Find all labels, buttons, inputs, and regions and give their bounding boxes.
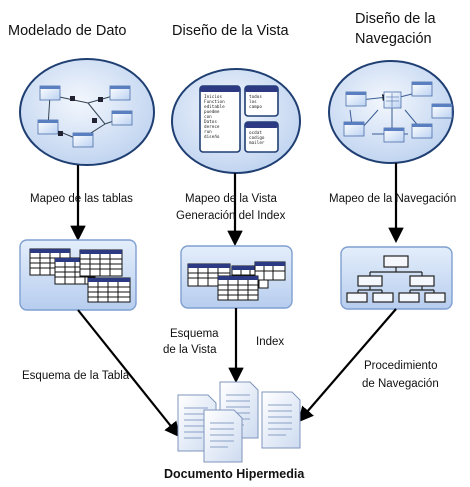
table-schema-box (19, 239, 137, 311)
view-panel-right-bottom-line: codigo (249, 135, 265, 141)
org-chart-icon (346, 255, 446, 303)
svg-text:Inicios Function: Inicios Function editable puedme con Dat… (204, 94, 227, 140)
label-documento-hipermedia: Documento Hipermedia (164, 467, 305, 481)
label-procedimiento: Procedimiento (364, 360, 438, 372)
label-de-la-vista: de la Vista (163, 344, 217, 356)
navigation-nodes (343, 81, 453, 143)
label-generacion-del-index: Generación del Index (176, 210, 286, 222)
table-grid-icon (29, 248, 131, 303)
view-panel-right-top-line: todos (249, 94, 262, 100)
view-panel-left-line: editable (204, 104, 225, 110)
title-diseno-navegacion-line2: Navegación (355, 31, 432, 47)
label-mapeo-de-las-tablas: Mapeo de las tablas (30, 193, 133, 205)
view-panel-right-top-line: los (249, 99, 257, 105)
navigation-procedure-box (340, 246, 453, 310)
view-panel-left-line: puedme (204, 109, 220, 115)
title-modelado-de-dato: Modelado de Dato (8, 23, 127, 39)
svg-text:todos los camp: todos los campo (249, 94, 265, 110)
label-mapeo-de-la-navegacion: Mapeo de la Navegación (329, 193, 457, 205)
label-mapeo-de-la-vista: Mapeo de la Vista (185, 193, 277, 205)
view-grid-icon (187, 261, 286, 301)
navigation-design-ellipse (328, 60, 454, 164)
arrow-procedure-to-document (297, 308, 397, 423)
view-panel-left-line: con (204, 115, 212, 120)
hypermedia-documents-icon (177, 381, 301, 463)
document-icon (261, 391, 301, 449)
view-design-ellipse: Inicios Function editable puedme con Dat… (171, 68, 301, 174)
view-panel-right-bottom-line: ocdat (249, 130, 262, 136)
view-schema-box (180, 245, 293, 309)
view-panel-left-line: Function (204, 99, 225, 105)
view-panel-right-top-line: campo (249, 105, 262, 110)
entity-diagram-icon (37, 85, 133, 148)
title-diseno-de-la-vista: Diseño de la Vista (172, 23, 289, 39)
title-diseno-navegacion-line1: Diseño de la (355, 11, 436, 27)
label-esquema: Esquema (170, 328, 219, 340)
label-index: Index (256, 336, 285, 348)
document-icon (203, 409, 243, 463)
view-panel-right-bottom-line: mailer (249, 140, 265, 146)
svg-text:ocdat codigo m: ocdat codigo mailer (249, 130, 267, 146)
view-panel-left-line: Datos (204, 119, 217, 125)
view-panel-left-line: run (204, 130, 212, 135)
view-panel-left-line: Inicios (204, 94, 223, 100)
arrow-tables-to-document (77, 309, 180, 438)
view-panel-left-line: derece (204, 124, 220, 130)
label-esquema-de-la-tabla: Esquema de la Tabla (22, 370, 130, 382)
view-panel-left-line: diseño (204, 134, 220, 140)
label-de-navegacion: de Navegación (362, 378, 439, 390)
view-panels-icon: Inicios Function editable puedme con Dat… (199, 85, 279, 153)
data-model-ellipse (19, 58, 155, 166)
